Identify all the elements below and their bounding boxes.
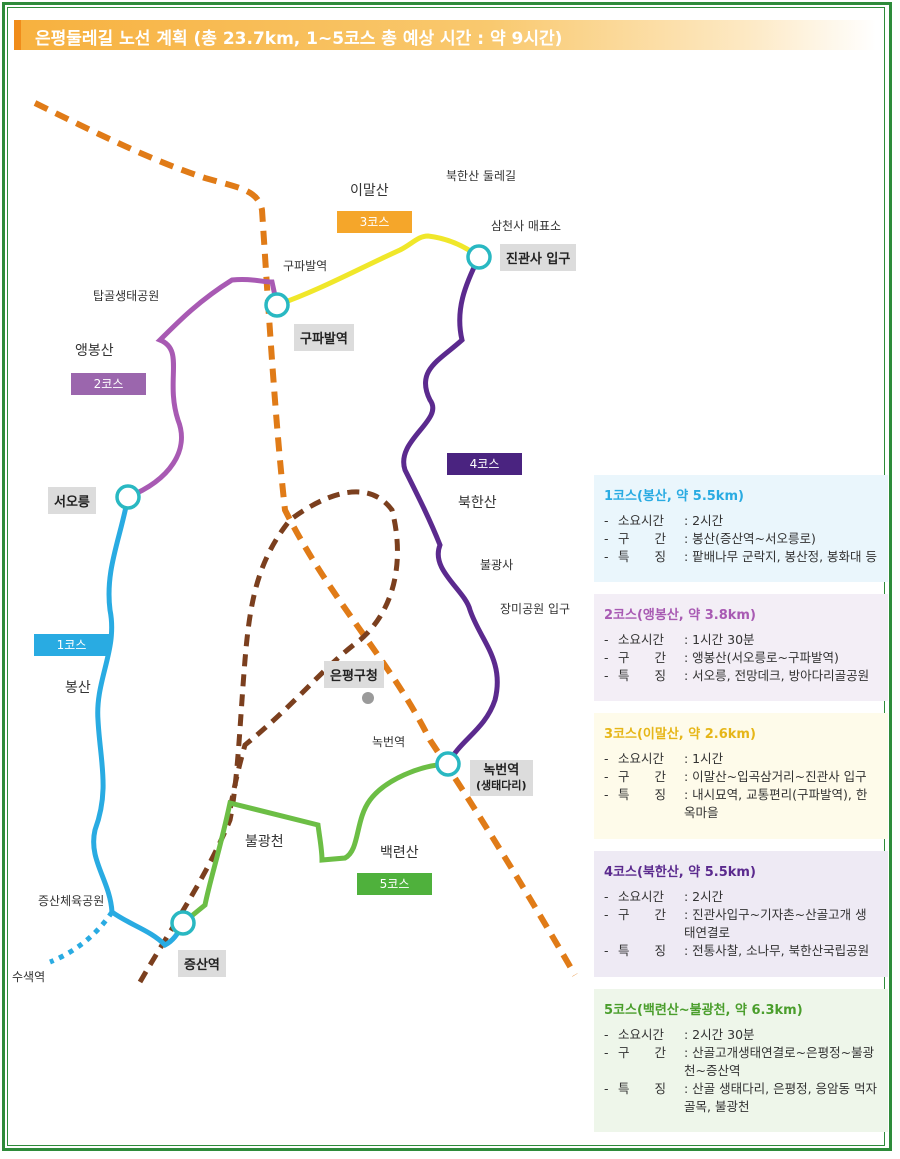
course-1-val-section: : 봉산(증산역~서오릉로) [684, 531, 816, 546]
course-1-val-time: : 2시간 [684, 513, 724, 528]
subway-line-brown [137, 489, 400, 984]
course-1-extension [49, 910, 115, 965]
course-4-val-feature: : 전통사찰, 소나무, 북한산국립공원 [684, 943, 870, 958]
station-nokbeon-name: 녹번역 [483, 763, 520, 778]
course-panel-5: 5코스(백련산~불광천, 약 6.3km) -소요시간: 2시간 30분 -구 … [594, 989, 888, 1132]
badge-course-4: 4코스 [447, 453, 522, 475]
course-panel-4: 4코스(북한산, 약 5.5km) -소요시간: 2시간 -구 간: 진관사입구… [594, 851, 888, 977]
course-5-route [181, 761, 449, 925]
course-3-val-time: : 1시간 [684, 751, 724, 766]
label-tapgol: 탑골생태공원 [93, 289, 160, 303]
course-2-key-feature: 특 징 [618, 668, 667, 683]
course-4-key-feature: 특 징 [618, 943, 667, 958]
station-seooreung: 서오릉 [48, 487, 96, 514]
course-2-val-section: : 앵봉산(서오릉로~구파발역) [684, 650, 839, 665]
course-4-key-section: 구 간 [618, 907, 667, 922]
course-5-key-section: 구 간 [618, 1045, 667, 1060]
course-3-key-feature: 특 징 [618, 787, 667, 802]
course-panel-2: 2코스(앵봉산, 약 3.8km) -소요시간: 1시간 30분 -구 간: 앵… [594, 594, 888, 701]
course-panel-3: 3코스(이말산, 약 2.6km) -소요시간: 1시간 -구 간: 이말산~입… [594, 713, 888, 839]
label-jeungsan-sports: 증산체육공원 [38, 894, 105, 908]
course-5-val-feature: : 산골 생태다리, 은평정, 응암동 먹자골목, 불광천 [684, 1081, 878, 1114]
course-1-title: 1코스(봉산, 약 5.5km) [604, 489, 744, 504]
course-2-val-time: : 1시간 30분 [684, 632, 755, 647]
course-4-val-time: : 2시간 [684, 889, 724, 904]
course-3-key-time: 소요시간 [618, 751, 665, 766]
station-marker-seooreung [115, 484, 141, 510]
course-1-key-time: 소요시간 [618, 513, 665, 528]
course-1-route [91, 496, 186, 949]
course-2-key-section: 구 간 [618, 650, 667, 665]
course-3-title: 3코스(이말산, 약 2.6km) [604, 727, 756, 742]
course-5-val-section: : 산골고개생태연결로~은평정~불광천~증산역 [684, 1045, 875, 1078]
station-marker-jingwansa [466, 244, 492, 270]
course-4-val-section: : 진관사입구~기자촌~산골고개 생태연결로 [684, 907, 867, 940]
station-gucheong: 은평구청 [324, 661, 384, 688]
gucheong-dot [362, 692, 374, 704]
label-bukhansan-dulle: 북한산 둘레길 [446, 169, 517, 183]
course-panel-1: 1코스(봉산, 약 5.5km) -소요시간: 2시간 -구 간: 봉산(증산역… [594, 475, 888, 582]
badge-course-5: 5코스 [357, 873, 432, 895]
title-bar: 은평둘레길 노선 계획 (총 23.7km, 1~5코스 총 예상 시간 : 약… [14, 20, 876, 50]
badge-course-3: 3코스 [337, 211, 412, 233]
label-samcheonsa: 삼천사 매표소 [491, 219, 562, 233]
badge-course-1: 1코스 [34, 634, 109, 656]
label-jangmi: 장미공원 입구 [500, 602, 571, 616]
station-gupabal: 구파발역 [294, 324, 354, 351]
course-5-title: 5코스(백련산~불광천, 약 6.3km) [604, 1003, 803, 1018]
badge-course-2: 2코스 [71, 373, 146, 395]
station-nokbeon: 녹번역 (생태다리) [470, 760, 533, 796]
label-aengbongsan: 앵봉산 [75, 343, 114, 359]
course-4-key-time: 소요시간 [618, 889, 665, 904]
subway-line-orange [33, 100, 578, 977]
label-gupabal-small: 구파발역 [283, 259, 328, 273]
course-5-key-time: 소요시간 [618, 1027, 665, 1042]
label-susaek: 수색역 [12, 970, 46, 984]
label-bongsan: 봉산 [65, 680, 91, 696]
course-2-title: 2코스(앵봉산, 약 3.8km) [604, 608, 756, 623]
label-bulgwangsa: 불광사 [480, 558, 514, 572]
label-nokbeon-small: 녹번역 [372, 735, 406, 749]
course-4-route [401, 255, 500, 766]
course-1-key-section: 구 간 [618, 531, 667, 546]
course-2-route [127, 276, 280, 500]
station-nokbeon-sub: (생태다리) [476, 779, 527, 792]
label-bulgwangcheon: 불광천 [245, 834, 284, 850]
station-marker-jeungsan [170, 910, 196, 936]
course-3-val-section: : 이말산~입곡삼거리~진관사 입구 [684, 769, 867, 784]
label-bukhansan: 북한산 [458, 495, 497, 511]
course-1-val-feature: : 팥배나무 군락지, 봉산정, 봉화대 등 [684, 549, 878, 564]
course-2-key-time: 소요시간 [618, 632, 665, 647]
page-title: 은평둘레길 노선 계획 (총 23.7km, 1~5코스 총 예상 시간 : 약… [35, 29, 563, 49]
label-imalsan: 이말산 [350, 183, 389, 199]
course-3-val-feature: : 내시묘역, 교통편리(구파발역), 한옥마을 [684, 787, 868, 820]
course-2-val-feature: : 서오릉, 전망데크, 방아다리골공원 [684, 668, 870, 683]
course-5-val-time: : 2시간 30분 [684, 1027, 755, 1042]
course-1-key-feature: 특 징 [618, 549, 667, 564]
course-3-key-section: 구 간 [618, 769, 667, 784]
course-5-key-feature: 특 징 [618, 1081, 667, 1096]
course-3-route [276, 233, 481, 308]
station-jingwansa: 진관사 입구 [500, 244, 577, 271]
label-baengnyeonsan: 백련산 [380, 845, 419, 861]
station-marker-gupabal [264, 292, 290, 318]
station-jeungsan: 증산역 [178, 950, 226, 977]
course-4-title: 4코스(북한산, 약 5.5km) [604, 865, 756, 880]
station-marker-nokbeon [435, 751, 461, 777]
